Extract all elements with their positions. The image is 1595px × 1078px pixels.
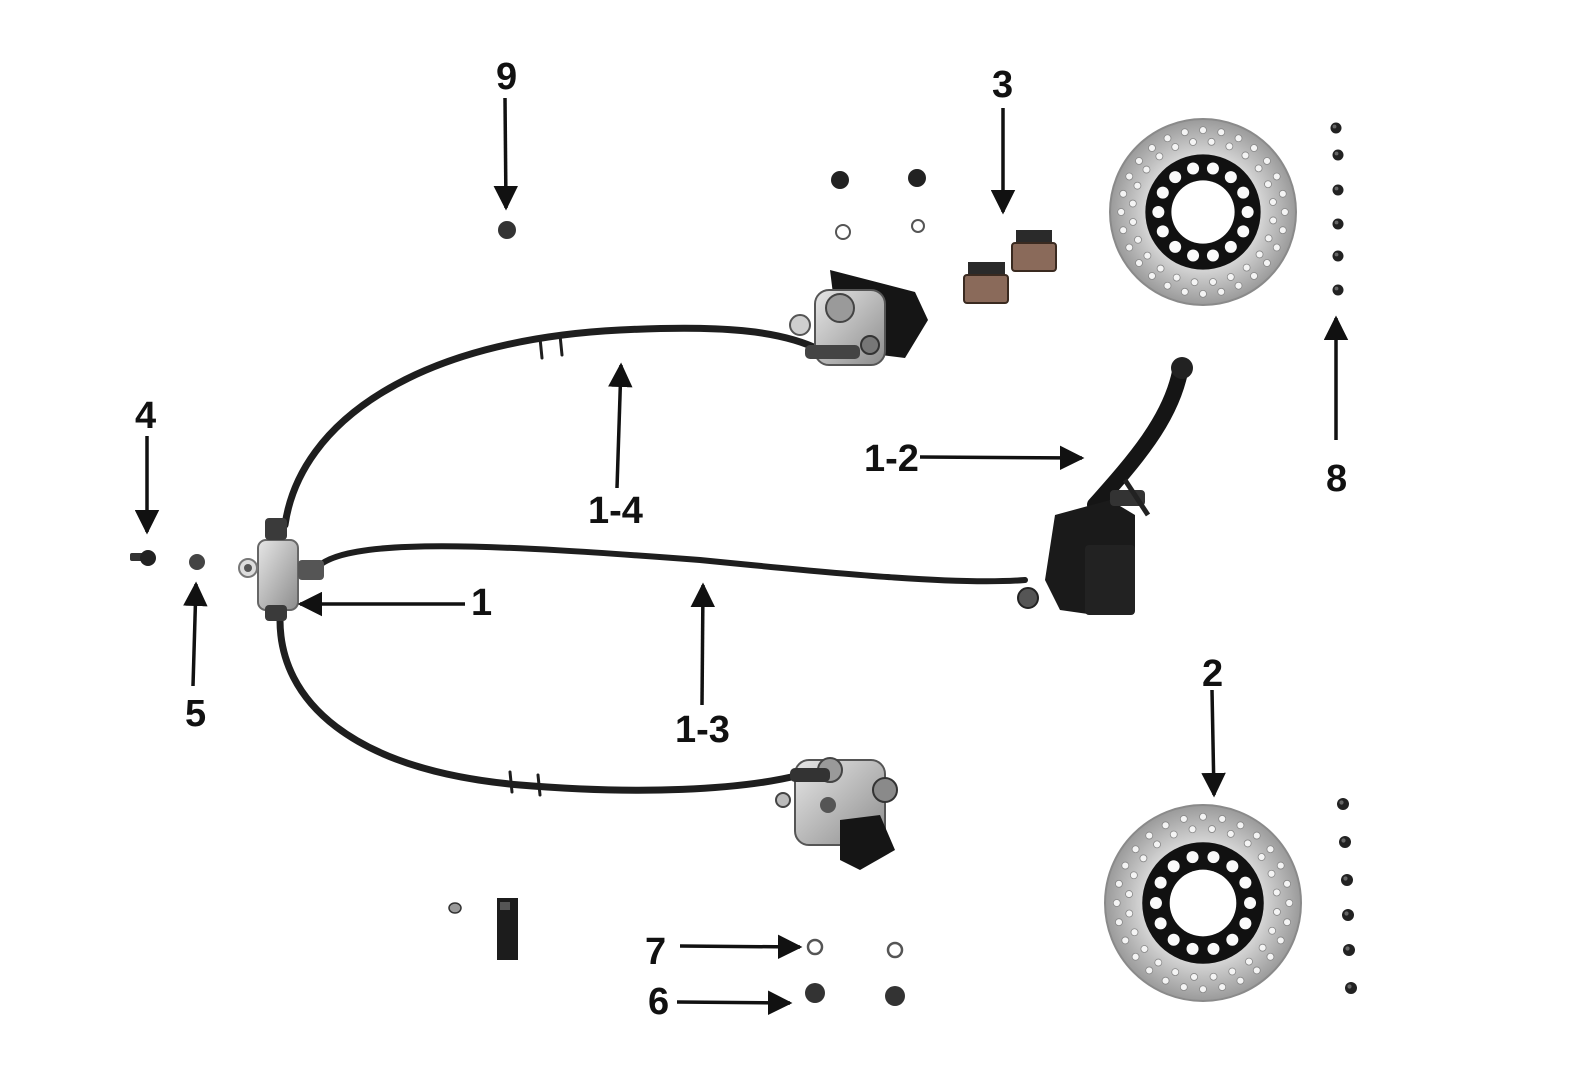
arrow-5 [183,581,208,687]
callout-9: 9 [496,56,518,98]
cap-part-5 [189,554,205,570]
t-junction-part [238,518,324,621]
callout-1: 1 [471,582,493,624]
lower-brake-disc [1104,804,1302,1002]
disc-bolts-part-8 [1330,122,1344,296]
callout-7: 7 [645,931,667,973]
hose-lower [276,616,804,794]
bleed-screw-part-4 [130,550,156,566]
hose-bracket [448,898,518,960]
master-cylinder-lever-part [1017,357,1193,615]
callout-8: 8 [1326,458,1348,500]
washers-part-7 [806,938,904,959]
callout-1-4: 1-4 [588,490,643,532]
arrow-1-4 [608,362,633,489]
arrow-9 [493,97,519,211]
callout-5: 5 [185,693,207,735]
bleed-cap-part-9 [498,221,516,239]
callout-1-2: 1-2 [864,438,919,480]
callout-4: 4 [135,395,157,437]
upper-brake-disc [1109,118,1297,306]
disc-bolts-lower [1337,798,1357,994]
brake-hoses [276,324,1028,797]
upper-caliper-part [789,270,928,366]
arrow-7 [679,934,803,960]
caliper-bolts-upper [831,169,926,240]
nuts-part-6 [805,983,905,1006]
lower-caliper-part [775,757,898,870]
arrow-6 [676,990,793,1016]
leader-arrows [134,97,1349,1016]
arrow-1-2 [919,445,1085,471]
callout-1-3: 1-3 [675,709,730,751]
brake-pads-part [963,230,1057,304]
callout-2: 2 [1202,653,1224,695]
hose-1-3 [312,543,1028,585]
callout-3: 3 [992,64,1014,106]
callout-6: 6 [648,981,670,1023]
arrow-1-3 [690,582,716,706]
hose-1-4 [281,324,824,529]
arrow-2 [1201,689,1226,798]
